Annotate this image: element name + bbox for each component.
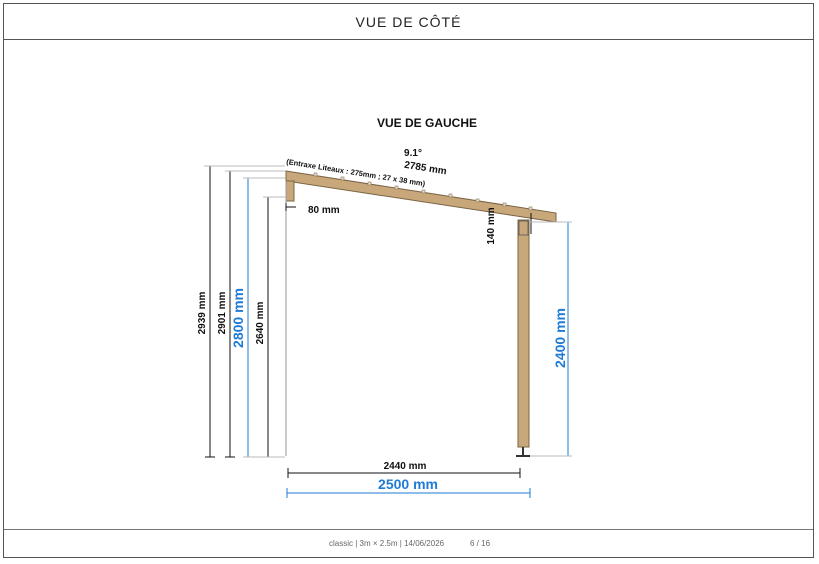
overhang-label: 80 mm (308, 205, 340, 216)
dim-2800-label: 2800 mm (230, 288, 246, 348)
post (517, 219, 530, 448)
dim-2400-label: 2400 mm (552, 308, 568, 368)
page-footer: classic | 3m × 2.5m | 14/06/2026 6 / 16 (4, 529, 813, 557)
horizontal-dimensions (285, 203, 521, 478)
page-header: VUE DE CÔTÉ (4, 4, 813, 40)
rafter-end-block (285, 180, 295, 202)
dim-2500-label: 2500 mm (378, 476, 438, 492)
roof-length-label: 2785 mm (403, 160, 447, 178)
blue-dimensions (243, 177, 572, 458)
post-bracket (518, 220, 529, 236)
dim-2640-label: 2640 mm (255, 301, 266, 344)
dim-2440-label: 2440 mm (384, 461, 427, 472)
dim-2939-label: 2939 mm (197, 291, 208, 334)
page-title: VUE DE CÔTÉ (355, 13, 462, 30)
roof-angle-label: 9.1° (404, 148, 422, 159)
width-dimension (286, 488, 531, 498)
battens (313, 172, 533, 211)
vertical-dimensions (204, 165, 532, 458)
footer-page-number: 6 / 16 (470, 539, 491, 548)
dim-2901-label: 2901 mm (217, 291, 228, 334)
view-title: VUE DE GAUCHE (377, 116, 477, 130)
page-frame: VUE DE CÔTÉ classic | 3m × 2.5m | 14/06/… (3, 3, 814, 558)
footer-meta: classic | 3m × 2.5m | 14/06/2026 (329, 539, 445, 548)
beam-height-label: 140 mm (486, 207, 497, 244)
